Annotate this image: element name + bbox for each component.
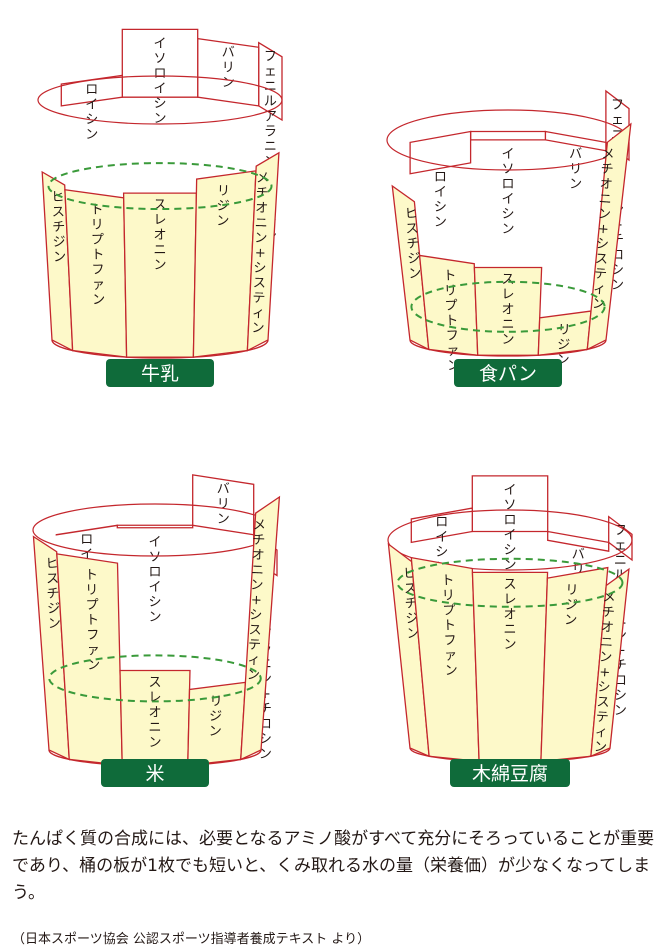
stave-front xyxy=(418,254,479,356)
stave-front xyxy=(586,122,632,351)
stave-label: イソロイシン xyxy=(501,147,514,237)
stave-label: メチオニン+システィン xyxy=(247,518,267,683)
stave-front xyxy=(246,151,280,352)
stave-label: スレオニン xyxy=(148,675,161,750)
stave-label: スレオニン xyxy=(501,272,514,347)
barrel-rim xyxy=(37,75,283,125)
stave-label: バリン xyxy=(222,46,235,91)
barrel-bottom-rim xyxy=(409,339,607,357)
stave-label: ヒスチジン xyxy=(404,206,422,282)
stave-front xyxy=(41,170,74,352)
stave-label: ロイシン xyxy=(434,170,447,230)
stave-back xyxy=(547,530,610,552)
stave-label: イソロイシン xyxy=(153,36,166,126)
food-name: 食パン xyxy=(479,363,537,385)
water-level-line xyxy=(396,557,624,608)
stave-back xyxy=(55,524,118,536)
water-level-line xyxy=(410,280,606,333)
stave-back xyxy=(121,28,199,98)
food-label-bg xyxy=(454,359,562,387)
barrel-bottom-rim xyxy=(51,339,269,359)
stave-label: イソロイシン xyxy=(503,483,516,573)
stave-back xyxy=(471,475,549,533)
barrel-3: フェニルアラニン+チロシンバリンイソロイシンロイシンヒスチジントリプトファンスレ… xyxy=(32,474,281,787)
barrel-4: フェニルアラニン+チロシンバリンイソロイシンロイシンヒスチジントリプトファンスレ… xyxy=(387,475,633,787)
stave-back xyxy=(410,507,473,544)
food-name: 木綿豆腐 xyxy=(472,763,548,785)
stave-label: リジン xyxy=(564,583,579,628)
stave-label: メチオニン+システィン xyxy=(594,590,617,755)
stave-label: トリプトファン xyxy=(85,568,101,673)
stave-front xyxy=(540,566,609,763)
stave-front xyxy=(240,495,281,761)
stave-back xyxy=(258,41,283,122)
stave-label: スレオニン xyxy=(503,577,516,652)
food-label: 木綿豆腐 xyxy=(450,759,570,787)
stave-label: リジン xyxy=(216,184,230,229)
stave-label: バリン xyxy=(569,147,582,192)
food-label-bg xyxy=(101,759,209,787)
stave-back xyxy=(116,524,194,529)
stave-label: リジン xyxy=(209,694,223,739)
stave-label: トリプトファン xyxy=(90,203,105,308)
stave-label: トリプトファン xyxy=(441,573,458,678)
stave-label: ヒスチジン xyxy=(45,556,61,631)
food-label: 食パン xyxy=(454,359,562,387)
stave-front xyxy=(391,184,430,351)
stave-label: バリン xyxy=(217,482,230,527)
source-citation: （日本スポーツ協会 公認スポーツ指導者養成テキスト より） xyxy=(12,932,371,947)
stave-back xyxy=(409,130,472,175)
amino-acid-barrel-diagram: フェニルアラニン+チロシンバリンイソロイシンロイシンヒスチジントリプトファンスレ… xyxy=(32,28,633,787)
food-label-bg xyxy=(106,359,214,387)
water-level-line xyxy=(48,654,262,703)
stave-front xyxy=(590,567,630,758)
food-name: 牛乳 xyxy=(141,363,179,385)
stave-label: イソロイシン xyxy=(148,535,161,625)
stave-label: メチオニン+システィン xyxy=(592,147,615,312)
caption-text: たんぱく質の合成には、必要となるアミノ酸がすべて充分にそろっていることが重要であ… xyxy=(12,829,655,903)
water-level-line xyxy=(47,162,273,211)
food-label: 米 xyxy=(101,759,209,787)
barrel-rim xyxy=(387,509,633,571)
stave-back xyxy=(192,474,255,536)
food-label-bg xyxy=(450,759,570,787)
food-name: 米 xyxy=(145,763,164,785)
stave-label: ヒスチジン xyxy=(51,190,66,265)
stave-front xyxy=(473,266,543,356)
barrel-1: フェニルアラニン+チロシンバリンイソロイシンロイシンヒスチジントリプトファンスレ… xyxy=(37,28,283,387)
food-label: 牛乳 xyxy=(106,359,214,387)
barrel-2: フェニルアラニン+チロシンバリンイソロイシンロイシンヒスチジントリプトファンスレ… xyxy=(386,89,632,387)
stave-front xyxy=(32,535,70,761)
stave-label: ロイシン xyxy=(85,82,98,142)
stave-back xyxy=(469,130,547,141)
